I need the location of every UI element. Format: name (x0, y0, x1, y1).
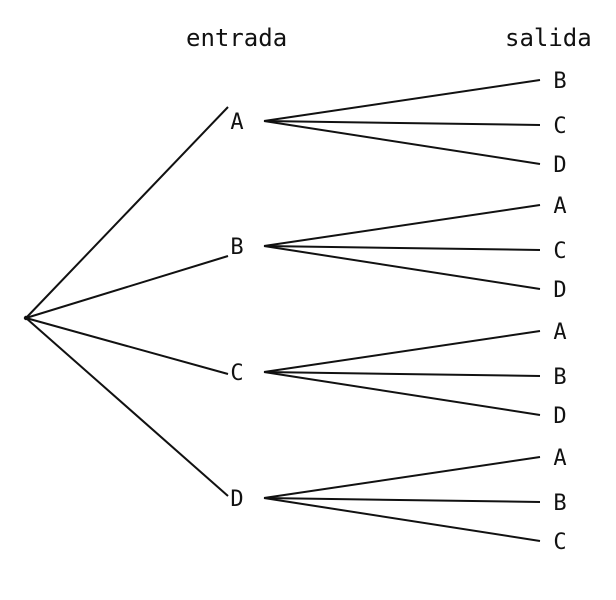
edge-a-to-d (263, 120, 541, 165)
salida-header: salida (505, 24, 592, 52)
edge-c-to-b (263, 371, 541, 377)
edge-c-to-a (263, 330, 541, 373)
edge-b-to-d (263, 245, 541, 290)
edge-root-to-d (25, 317, 229, 497)
edge-c-to-d (263, 371, 541, 416)
entrada-label-c: C (230, 361, 243, 386)
entrada-label-b: B (230, 235, 243, 260)
salida-label-d-c: C (553, 530, 566, 555)
salida-label-c-b: B (553, 365, 566, 390)
salida-label-a-c: C (553, 114, 566, 139)
salida-label-b-d: D (553, 278, 566, 303)
edge-d-to-b (263, 497, 541, 503)
edge-a-to-b (263, 79, 541, 122)
salida-label-c-d: D (553, 404, 566, 429)
entrada-label-d: D (230, 487, 243, 512)
edge-b-to-c (263, 245, 541, 251)
edge-b-to-a (263, 204, 541, 247)
edge-root-to-c (25, 317, 229, 375)
edge-a-to-c (263, 120, 541, 126)
edge-root-to-b (25, 255, 229, 319)
edge-d-to-c (263, 497, 541, 542)
salida-label-a-d: D (553, 153, 566, 178)
entrada-header: entrada (186, 24, 288, 52)
salida-label-d-b: B (553, 491, 566, 516)
salida-label-d-a: A (553, 446, 566, 471)
salida-label-a-b: B (553, 69, 566, 94)
edge-d-to-a (263, 456, 541, 499)
edge-root-to-a (25, 106, 229, 319)
salida-label-b-c: C (553, 239, 566, 264)
entrada-label-a: A (230, 110, 243, 135)
salida-label-b-a: A (553, 194, 566, 219)
salida-label-c-a: A (553, 320, 566, 345)
